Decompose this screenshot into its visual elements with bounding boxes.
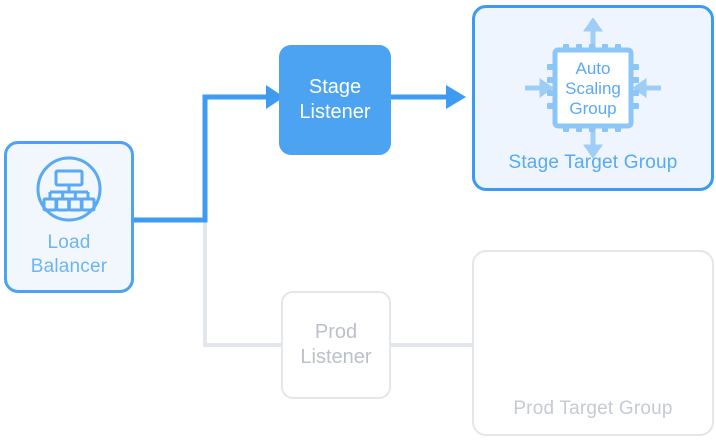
- asg-icon-label-line2: Scaling: [565, 79, 621, 98]
- stage-target-group-label: Stage Target Group: [508, 152, 678, 173]
- arrowhead-into-stage-target-group: [446, 85, 466, 109]
- load-balancer-icon: [35, 155, 103, 223]
- stage-listener-label-line2: Listener: [299, 101, 371, 123]
- connector-load-balancer-to-prod-listener: [203, 220, 281, 347]
- asg-icon-label-line3: Group: [569, 99, 616, 118]
- stage-listener-label: Stage Listener: [299, 75, 370, 125]
- load-balancer-label: Load Balancer: [31, 231, 108, 279]
- node-load-balancer[interactable]: Load Balancer: [4, 141, 134, 293]
- load-balancer-label-line2: Balancer: [30, 256, 108, 277]
- connector-load-balancer-to-stage-listener: [134, 94, 266, 223]
- prod-target-group-label: Prod Target Group: [513, 398, 673, 419]
- stage-listener-label-line1: Stage: [308, 76, 362, 98]
- prod-listener-label-line2: Listener: [300, 346, 372, 368]
- auto-scaling-group-chip-icon: Auto Scaling Group: [513, 18, 673, 158]
- node-stage-listener[interactable]: Stage Listener: [279, 45, 391, 155]
- node-stage-target-group[interactable]: Auto Scaling Group Stage Target Group: [472, 5, 714, 191]
- load-balancer-label-line1: Load: [47, 232, 91, 253]
- prod-listener-label-line1: Prod: [314, 321, 358, 343]
- asg-icon-label-line1: Auto: [576, 59, 611, 78]
- node-prod-target-group[interactable]: Prod Target Group: [472, 250, 714, 436]
- node-prod-listener[interactable]: Prod Listener: [281, 291, 391, 399]
- prod-listener-label: Prod Listener: [300, 320, 371, 370]
